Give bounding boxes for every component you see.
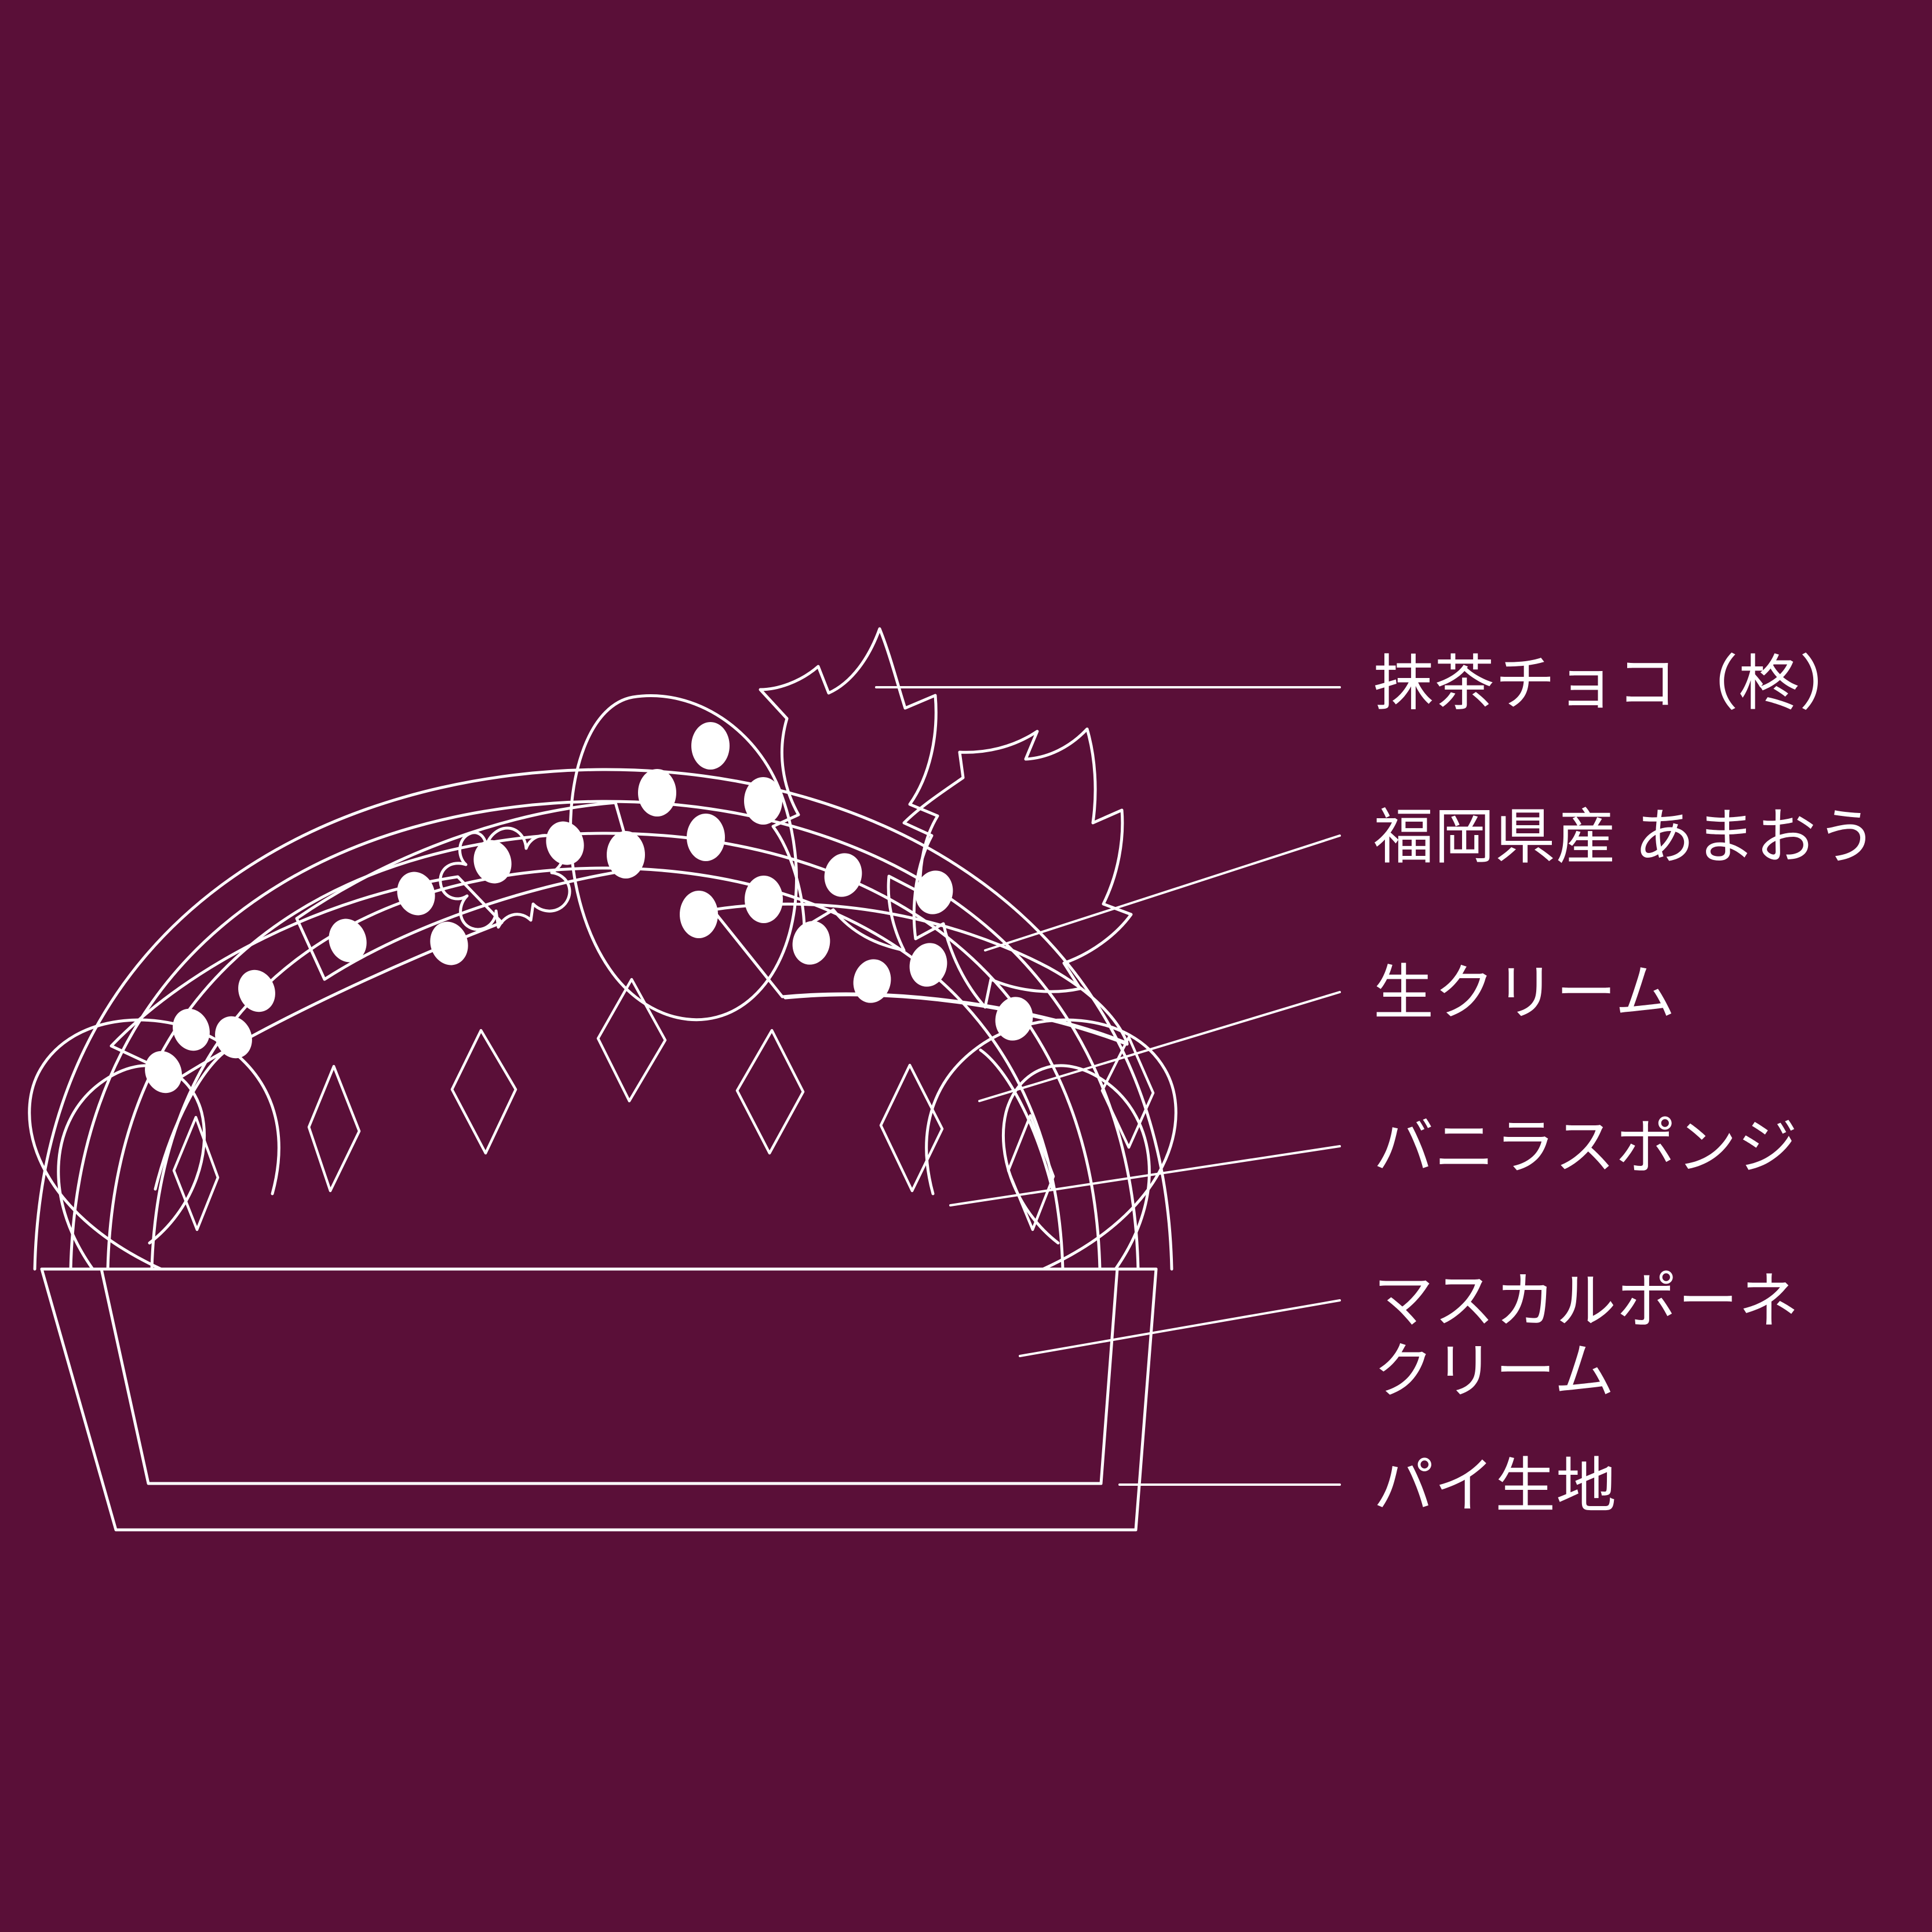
leader-amaou-strawberry — [984, 834, 1341, 952]
strawberry-seeds-left — [329, 821, 584, 965]
strawberry-seeds-right — [792, 853, 1033, 1041]
cream-dome — [33, 768, 1173, 1271]
label-amaou-strawberry: 福岡県産 あまおう — [1373, 804, 1878, 871]
label-matcha-choco: 抹茶チョコ（柊） — [1373, 650, 1861, 717]
label-pie-crust: パイ生地 — [1373, 1453, 1617, 1520]
label-vanilla-sponge: バニラスポンジ — [1373, 1114, 1799, 1181]
strawberry-slice-right — [711, 902, 1129, 1046]
strawberry-upright-seeds — [607, 722, 783, 938]
leader-vanilla-sponge — [949, 1145, 1341, 1206]
label-mascarpone-cream: マスカルポーネ クリーム — [1373, 1268, 1800, 1405]
holly-leaf-right — [902, 727, 1133, 1009]
strawberry-slice-far-left — [110, 875, 504, 1080]
cream-rosette — [439, 826, 571, 931]
pie-crust-base — [40, 1267, 1158, 1532]
cream-piping-right — [925, 1018, 1178, 1271]
leader-lines — [875, 686, 1341, 1486]
leader-mascarpone-cream — [1019, 1299, 1341, 1357]
strawberry-seeds-far-left — [145, 969, 275, 1093]
leader-fresh-cream — [978, 991, 1341, 1102]
sponge-diamonds — [172, 978, 1155, 1231]
holly-leaf-left — [759, 627, 939, 952]
label-fresh-cream: 生クリーム — [1373, 960, 1676, 1027]
strawberry-upright — [568, 694, 798, 1022]
